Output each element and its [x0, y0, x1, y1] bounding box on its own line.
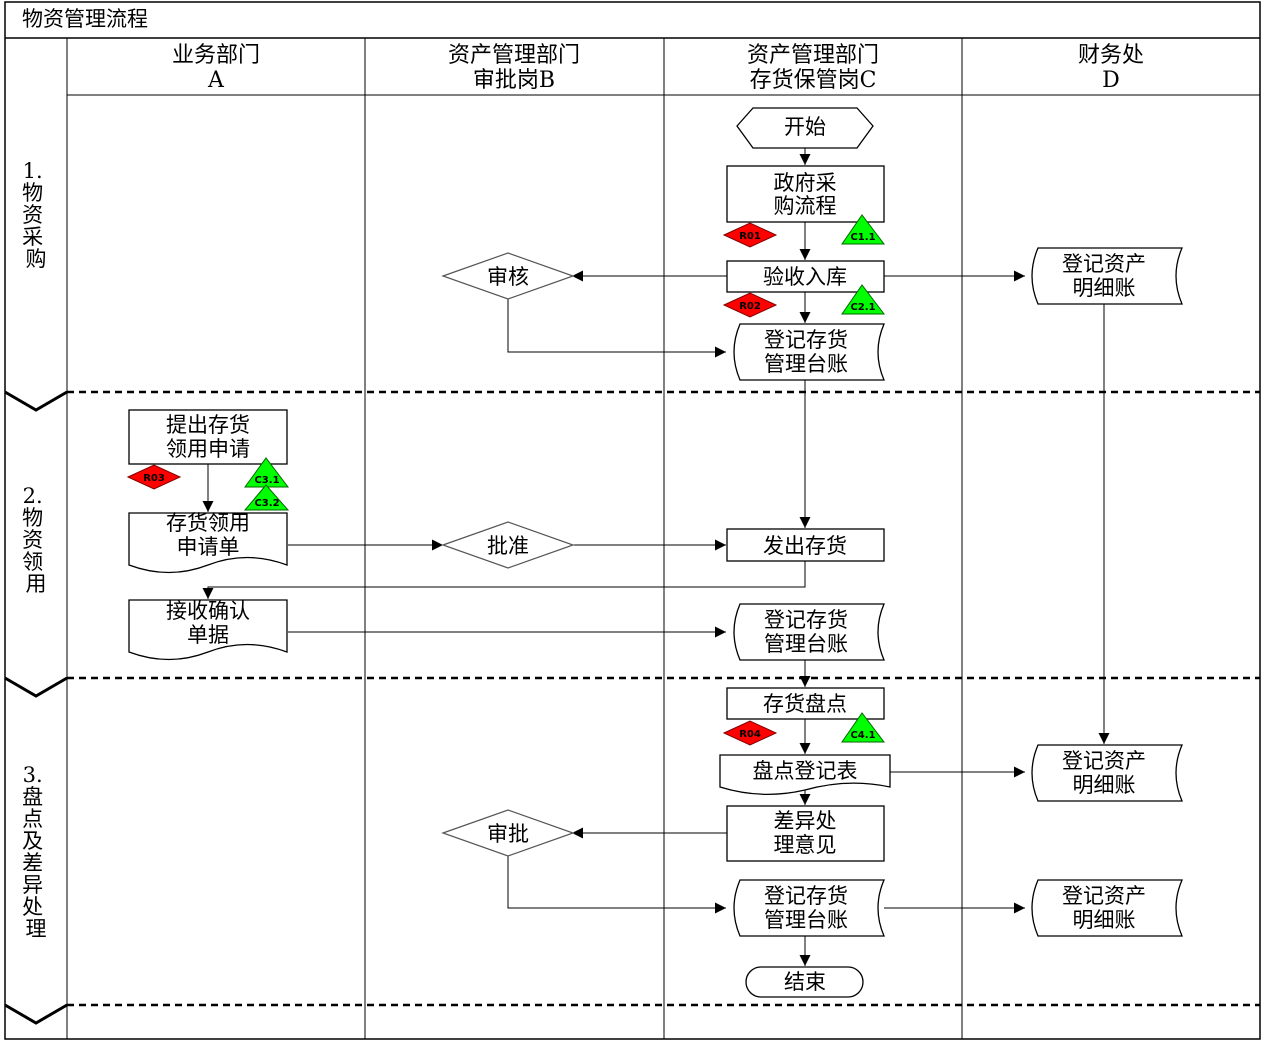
svg-text:登记资产: 登记资产 — [1062, 749, 1146, 773]
issue-goods-process: 发出存货 — [726, 528, 885, 562]
control-tag-c2-1: C2.1 — [841, 284, 886, 315]
end-node: 结束 — [745, 966, 864, 998]
approve-decision: 批准 — [441, 521, 575, 569]
risk-tag-r01: R01 — [722, 222, 778, 248]
svg-text:提出存货: 提出存货 — [166, 413, 250, 437]
svg-text:C3.2: C3.2 — [254, 498, 279, 509]
svg-text:管理台账: 管理台账 — [764, 352, 848, 376]
lane-c-title: 资产管理部门 — [747, 43, 879, 68]
inventory-ledger-document: 登记存货 管理台账 — [733, 323, 885, 381]
start-node: 开始 — [736, 107, 874, 149]
svg-text:R04: R04 — [739, 729, 761, 740]
svg-text:审批: 审批 — [487, 822, 529, 846]
control-tag-c3-2: C3.2 — [243, 484, 290, 511]
inventory-ledger-document: 登记存货 管理台账 — [733, 603, 885, 661]
svg-text:管理台账: 管理台账 — [764, 632, 848, 656]
svg-text:验收入库: 验收入库 — [763, 265, 847, 289]
lane-d-code: D — [1102, 68, 1120, 93]
svg-text:结束: 结束 — [784, 970, 826, 994]
asset-detail-ledger-document: 登记资产 明细账 — [1031, 247, 1183, 305]
receipt-confirm-document: 接收确认 单据 — [128, 599, 288, 661]
lane-a-code: A — [207, 68, 225, 93]
risk-tag-r03: R03 — [126, 464, 182, 490]
svg-text:领用申请: 领用申请 — [166, 437, 250, 461]
phase-chevron — [4, 676, 68, 698]
lane-a-title: 业务部门 — [172, 43, 260, 68]
svg-text:存货盘点: 存货盘点 — [763, 692, 847, 716]
request-form-document: 存货领用 申请单 — [128, 511, 288, 574]
lane-d-title: 财务处 — [1078, 43, 1144, 68]
svg-text:差异处: 差异处 — [774, 809, 837, 833]
svg-text:购流程: 购流程 — [774, 194, 837, 218]
stocktake-form-document: 盘点登记表 — [719, 754, 891, 795]
lane-b-title: 资产管理部门 — [448, 43, 580, 68]
diagram-title: 物资管理流程 — [22, 7, 148, 31]
svg-text:开始: 开始 — [784, 115, 826, 139]
svg-text:发出存货: 发出存货 — [763, 534, 847, 558]
approval-decision: 审批 — [441, 809, 575, 857]
svg-text:R02: R02 — [739, 301, 761, 312]
phase-1-label: 1. 物 资 采 购 — [22, 159, 50, 271]
svg-text:审核: 审核 — [487, 265, 529, 289]
acceptance-process: 验收入库 — [726, 260, 885, 293]
apply-request-process: 提出存货 领用申请 — [128, 409, 288, 465]
phase-chevron — [4, 1003, 68, 1025]
svg-text:C3.1: C3.1 — [254, 475, 279, 486]
svg-text:理意见: 理意见 — [774, 833, 837, 857]
svg-text:申请单: 申请单 — [177, 535, 240, 559]
asset-detail-ledger-document: 登记资产 明细账 — [1031, 744, 1183, 802]
svg-text:接收确认: 接收确认 — [166, 599, 250, 623]
svg-text:登记存货: 登记存货 — [764, 608, 848, 632]
phase-chevron — [4, 390, 68, 412]
difference-opinion-process: 差异处 理意见 — [726, 805, 885, 862]
diagram-frame — [4, 1, 1261, 1040]
phase-3-label: 3. 盘 点 及 差 异 处 理 — [22, 763, 50, 941]
risk-tag-r04: R04 — [722, 720, 778, 746]
lane-c-code: 存货保管岗C — [750, 68, 877, 93]
control-tag-c1-1: C1.1 — [841, 214, 886, 245]
svg-text:R01: R01 — [739, 231, 761, 242]
control-tag-c4-1: C4.1 — [841, 712, 886, 743]
svg-text:存货领用: 存货领用 — [166, 511, 250, 535]
risk-tag-r02: R02 — [722, 292, 778, 318]
svg-text:登记存货: 登记存货 — [764, 328, 848, 352]
svg-text:登记存货: 登记存货 — [764, 884, 848, 908]
review-decision: 审核 — [441, 252, 575, 300]
svg-text:政府采: 政府采 — [774, 171, 837, 195]
svg-text:明细账: 明细账 — [1073, 908, 1136, 932]
connectors — [202, 148, 1110, 966]
inventory-ledger-document: 登记存货 管理台账 — [733, 879, 885, 937]
svg-text:C1.1: C1.1 — [850, 232, 875, 243]
phase-2-label: 2. 物 资 领 用 — [22, 484, 50, 596]
svg-text:登记资产: 登记资产 — [1062, 884, 1146, 908]
stocktake-process: 存货盘点 — [726, 687, 885, 720]
svg-text:登记资产: 登记资产 — [1062, 252, 1146, 276]
svg-text:盘点登记表: 盘点登记表 — [753, 759, 858, 783]
svg-text:明细账: 明细账 — [1073, 773, 1136, 797]
svg-text:C4.1: C4.1 — [850, 730, 875, 741]
svg-text:批准: 批准 — [487, 534, 529, 558]
svg-text:R03: R03 — [143, 473, 165, 484]
asset-detail-ledger-document: 登记资产 明细账 — [1031, 879, 1183, 937]
lane-b-code: 审批岗B — [473, 68, 555, 93]
svg-text:明细账: 明细账 — [1073, 276, 1136, 300]
svg-text:C2.1: C2.1 — [850, 302, 875, 313]
gov-purchase-process: 政府采 购流程 — [726, 165, 885, 223]
svg-text:管理台账: 管理台账 — [764, 908, 848, 932]
svg-text:单据: 单据 — [187, 623, 229, 647]
